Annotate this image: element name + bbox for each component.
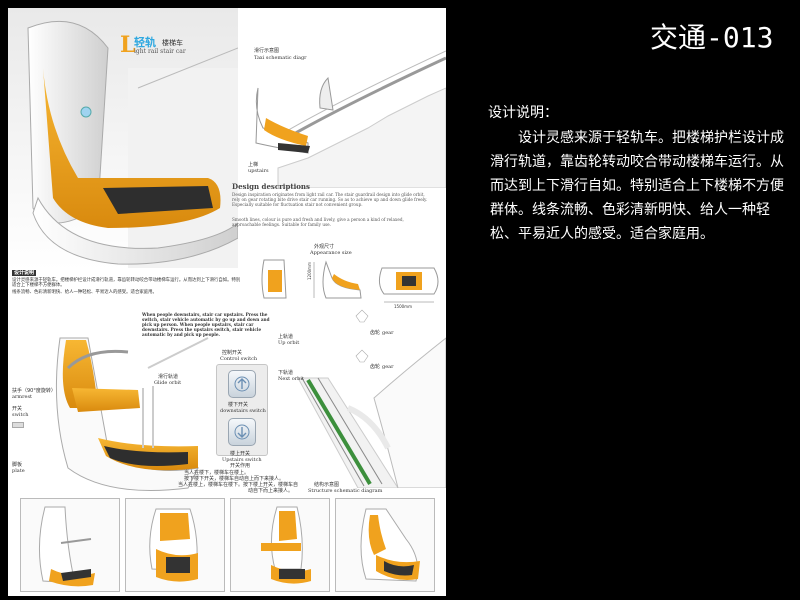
lower-orbit-label: 下轨道 [278,370,294,376]
switch-note-1: 当人在楼下，楼梯车在楼上。 [184,470,250,476]
switch-label-en: switch [12,412,29,418]
logo-title: 轻轨 [134,36,156,49]
descriptions-en: Design inspiration originates from light… [232,192,428,208]
structure-diagram [297,309,446,488]
gear-label-2: 齿轮 [370,364,381,370]
appearance-views [261,259,439,303]
glide-title-en: Taxi schematic diagr [254,55,307,61]
glide-orbit-label: 滑行轨道 [158,374,179,380]
structure-label: 结构示意图 [314,482,340,488]
armrest-label: 扶手（90°度旋转） [12,388,56,394]
appearance-title: 外观尺寸 [314,244,335,250]
thumbnail-3 [230,498,330,592]
structure-label-en: Structure schematic diagram [308,488,383,494]
arrow-down-icon [234,424,250,440]
switch-note-2: 按下楼下开关，楼梯车自动自上而下来接人。 [184,476,285,482]
stair-car-render-1 [38,506,95,587]
pedal-label-en: plate [12,468,25,474]
arrow-up-icon [234,376,250,392]
seat-detail-render [55,337,209,491]
downstairs-switch-button[interactable] [228,418,256,446]
downstairs-switch-label: 楼下开关 [228,402,249,408]
switch-swatch [12,422,24,428]
switch-note-4: 动自下而上来接人。 [248,488,294,494]
logo-english: ight rail stair car [134,48,186,55]
downstairs-switch-label-en: downstairs switch [220,408,266,414]
gear-label-2-en: gear [382,364,394,370]
descriptions-heading: Design descriptions [232,182,310,191]
control-switch-label-en: Control switch [220,356,258,362]
thumbnail-4 [335,498,435,592]
design-board: L 轻轨 楼梯车 ight rail stair car 滑行示意图 Taxi … [8,8,446,596]
dim-width: 1500mm [394,304,412,309]
upstairs-label: 上梯 [248,162,259,168]
armrest-label-en: armrest [12,394,33,400]
control-switch-label: 控制开关 [222,350,243,356]
appearance-title-en: Appearance size [310,250,352,256]
glide-diagram [255,50,446,188]
thumbnail-2 [125,498,225,592]
gear-label-en: gear [382,330,394,336]
lower-orbit-label-en: Next orbit [278,376,304,382]
gear-label: 齿轮 [370,330,381,336]
upstairs-switch-label-en: Upstairs switch [222,457,262,463]
switch-label: 开关 [12,406,23,412]
logo-subtitle: 楼梯车 [162,39,183,47]
switch-description-en: When people downstairs, stair car upstai… [142,312,270,338]
logo-letter: L [120,32,136,58]
stair-car-render-4 [360,508,420,582]
switch-function-label: 开关作用 [230,463,251,469]
glide-title: 滑行示意图 [254,48,280,54]
project-code-title: 交通-013 [650,21,774,54]
hero-render [8,8,238,270]
upstairs-label-en: upstairs [248,168,269,174]
thumbnail-1 [20,498,120,592]
upstairs-switch-button[interactable] [228,370,256,398]
cn-desc-2: 线条流畅、色彩清新明快、给人一种轻松、平易近人的感受。适合家庭用。 [12,290,157,295]
pedal-label: 脚板 [12,462,23,468]
upper-orbit-label: 上轨道 [278,334,294,340]
switch-note-3: 当人在楼上，楼梯车在楼下。按下楼上开关，楼梯车自 [178,482,299,488]
stair-car-render-3 [261,506,311,584]
description-body: 设计灵感来源于轻轨车。把楼梯护栏设计成滑行轨道，靠齿轮转动咬合带动楼梯车运行。从… [490,130,784,242]
descriptions-en-2: Smooth lines, colour is pure and fresh a… [232,217,404,228]
upstairs-switch-label: 楼上开关 [230,451,251,457]
cn-desc-title: 设计说明 [12,270,37,276]
glide-orbit-label-en: Glide orbit [154,380,182,386]
stair-car-render-2 [149,508,198,582]
dim-height: 1200mm [307,262,312,280]
upper-orbit-label-en: Up orbit [278,340,300,346]
description-heading: 设计说明： [488,105,558,121]
cn-desc-1: 设计灵感来源于轻轨车。把楼梯护栏设计成滑行轨道，靠齿轮转动咬合带动楼梯车运行。从… [12,278,241,289]
